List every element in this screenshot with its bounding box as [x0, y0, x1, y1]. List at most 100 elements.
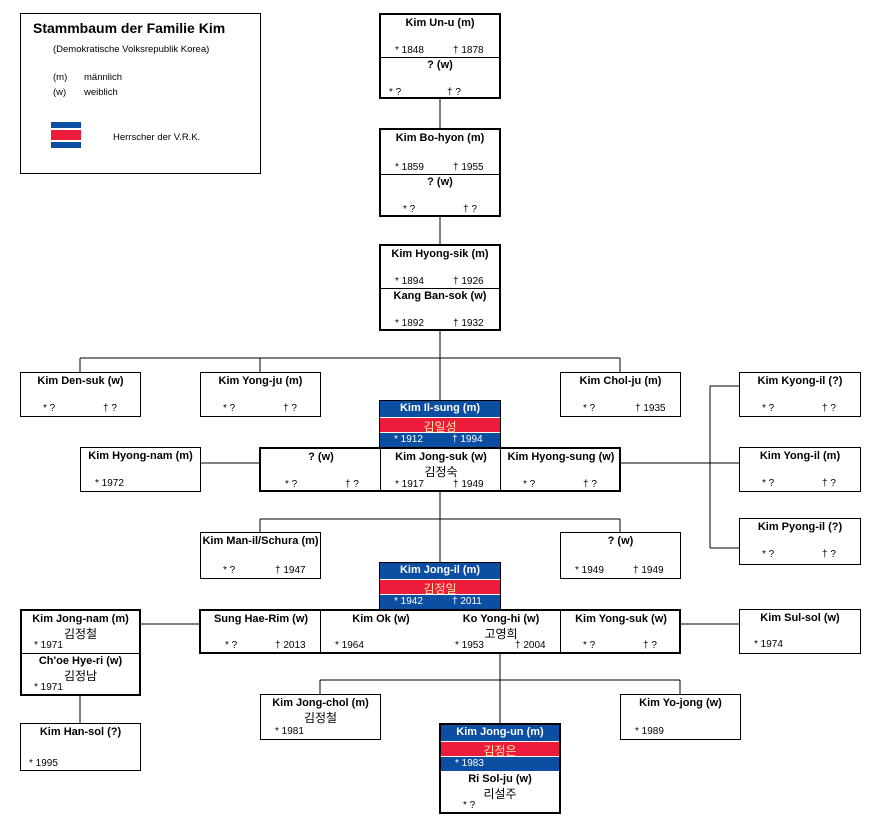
couple-box-kim-un-u: Kim Un-u (m) * 1848 † 1878 ? (w) * ? † ? [379, 13, 501, 99]
death-date: † ? [447, 87, 461, 98]
death-date: † 1994 [452, 434, 483, 445]
person-box-unknown-daughter: ? (w) * 1949 † 1949 [560, 532, 681, 579]
spouses-box-kim-jong-il: Sung Hae-Rim (w) * ? † 2013 Kim Ok (w) *… [199, 609, 681, 654]
birth-date: * 1942 [394, 596, 423, 607]
death-date: † 2004 [515, 640, 546, 651]
death-date: † ? [822, 478, 836, 489]
birth-date: * ? [762, 403, 775, 414]
person-name: ? (w) [308, 451, 334, 463]
person-box-kim-han-sol: Kim Han-sol (?) * 1995 [20, 723, 141, 771]
birth-date: * ? [463, 800, 476, 811]
birth-date: * 1953 [455, 640, 484, 651]
person-name: Kang Ban-sok (w) [393, 290, 487, 302]
person-name: Kim Kyong-il (?) [757, 375, 843, 387]
death-date: † 1926 [453, 276, 484, 287]
person-box-kim-yo-jong: Kim Yo-jong (w) * 1989 [620, 694, 741, 740]
person-name: Ri Sol-ju (w) [468, 773, 532, 785]
person-name: Kim Man-il/Schura (m) [202, 535, 319, 547]
death-date: † ? [283, 403, 297, 414]
birth-date: * 1894 [395, 276, 424, 287]
legend-m-key: (m) [53, 72, 68, 83]
death-date: † ? [103, 403, 117, 414]
birth-date: * 1983 [455, 758, 484, 769]
korean-name: 김정철 [303, 711, 338, 725]
death-date: † ? [463, 204, 477, 215]
legend-ruler-label: Herrscher der V.R.K. [113, 132, 201, 143]
korean-name: 김정철 [63, 627, 98, 641]
birth-date: * 1971 [34, 640, 63, 651]
person-name: Kim Han-sol (?) [39, 726, 122, 738]
death-date: † 2013 [275, 640, 306, 651]
person-name: Kim Jong-chol (m) [272, 697, 369, 709]
person-box-kim-chol-ju: Kim Chol-ju (m) * ? † 1935 [560, 372, 681, 417]
legend-w-key: (w) [53, 87, 67, 98]
person-box-kim-kyong-il: Kim Kyong-il (?) * ? † ? [739, 372, 861, 417]
birth-date: * ? [762, 478, 775, 489]
birth-date: * 1972 [95, 478, 124, 489]
person-box-kim-jong-chol: Kim Jong-chol (m) 김정철 * 1981 [260, 694, 381, 740]
birth-date: * ? [523, 479, 536, 490]
birth-date: * 1981 [275, 726, 304, 737]
death-date: † 1947 [275, 565, 306, 576]
birth-date: * ? [43, 403, 56, 414]
person-name: Kim Yong-suk (w) [575, 613, 667, 625]
diagram-title: Stammbaum der Familie Kim [33, 20, 226, 36]
person-cell-kim-hyong-sung: Kim Hyong-sung (w) * ? † ? [501, 449, 621, 490]
korean-name: 고영희 [484, 627, 518, 641]
person-name: Kim Jong-il (m) [399, 564, 481, 576]
korean-name: 김정숙 [424, 465, 458, 479]
death-date: † 1949 [633, 565, 664, 576]
korean-name: 김정은 [483, 744, 517, 758]
death-date: † 1949 [453, 479, 484, 490]
person-name: Ko Yong-hi (w) [462, 613, 540, 625]
death-date: † ? [345, 479, 359, 490]
birth-date: * 1964 [335, 640, 364, 651]
person-name: Kim Yong-il (m) [759, 450, 841, 462]
person-name: Kim Bo-hyon (m) [395, 132, 485, 144]
death-date: † 2011 [452, 596, 482, 607]
ruler-box-kim-jong-il: Kim Jong-il (m) 김정일 * 1942 † 2011 [379, 562, 501, 610]
death-date: † ? [822, 403, 836, 414]
death-date: † ? [583, 479, 597, 490]
person-name: Kim Ok (w) [352, 613, 410, 625]
person-name: ? (w) [427, 176, 453, 188]
person-name: Kim Pyong-il (?) [757, 521, 843, 533]
person-name: Kim Il-sung (m) [399, 402, 481, 414]
death-date: † 1932 [453, 318, 484, 329]
couple-box-kim-jong-nam: Kim Jong-nam (m) 김정철 * 1971 Ch'oe Hye-ri… [20, 609, 141, 696]
person-name: Kim Jong-un (m) [456, 726, 544, 738]
person-cell-unknown-wife: ? (w) * ? † ? [261, 449, 381, 490]
person-name: Kim Jong-nam (m) [32, 613, 129, 625]
birth-date: * 1974 [754, 639, 783, 650]
person-name: Kim Un-u (m) [405, 17, 475, 29]
person-name: ? (w) [607, 535, 634, 547]
person-name: Ch'oe Hye-ri (w) [38, 655, 123, 667]
person-box-kim-den-suk: Kim Den-suk (w) * ? † ? [20, 372, 141, 417]
person-name: Kim Hyong-sik (m) [391, 248, 489, 260]
person-cell-sung-hae-rim: Sung Hae-Rim (w) * ? † 2013 [201, 611, 321, 652]
ruler-box-kim-il-sung: Kim Il-sung (m) 김일성 * 1912 † 1994 [379, 400, 501, 448]
person-cell-kim-ok: Kim Ok (w) * 1964 [321, 611, 441, 652]
person-name: Kim Sul-sol (w) [760, 612, 840, 624]
birth-date: * ? [762, 549, 775, 560]
person-cell-ko-yong-hi: Ko Yong-hi (w) 고영희 * 1953 † 2004 [441, 611, 561, 652]
person-box-kim-sul-sol: Kim Sul-sol (w) * 1974 [739, 609, 861, 654]
spouses-box-kim-il-sung: ? (w) * ? † ? Kim Jong-suk (w) 김정숙 * 191… [259, 447, 621, 492]
korean-name: 김정남 [63, 669, 98, 683]
birth-date: * 1917 [395, 479, 424, 490]
diagram-subtitle: (Demokratische Volksrepublik Korea) [53, 44, 210, 55]
birth-date: * ? [285, 479, 298, 490]
birth-date: * 1912 [394, 434, 423, 445]
birth-date: * ? [225, 640, 238, 651]
couple-box-kim-hyong-sik: Kim Hyong-sik (m) * 1894 † 1926 Kang Ban… [379, 244, 501, 331]
legend-m-label: männlich [84, 72, 123, 83]
birth-date: * ? [223, 403, 236, 414]
person-name: ? (w) [427, 59, 453, 71]
person-name: Kim Yo-jong (w) [639, 697, 722, 709]
person-name: Sung Hae-Rim (w) [213, 613, 309, 625]
birth-date: * ? [389, 87, 402, 98]
birth-date: * 1949 [575, 565, 604, 576]
birth-date: * ? [583, 640, 596, 651]
